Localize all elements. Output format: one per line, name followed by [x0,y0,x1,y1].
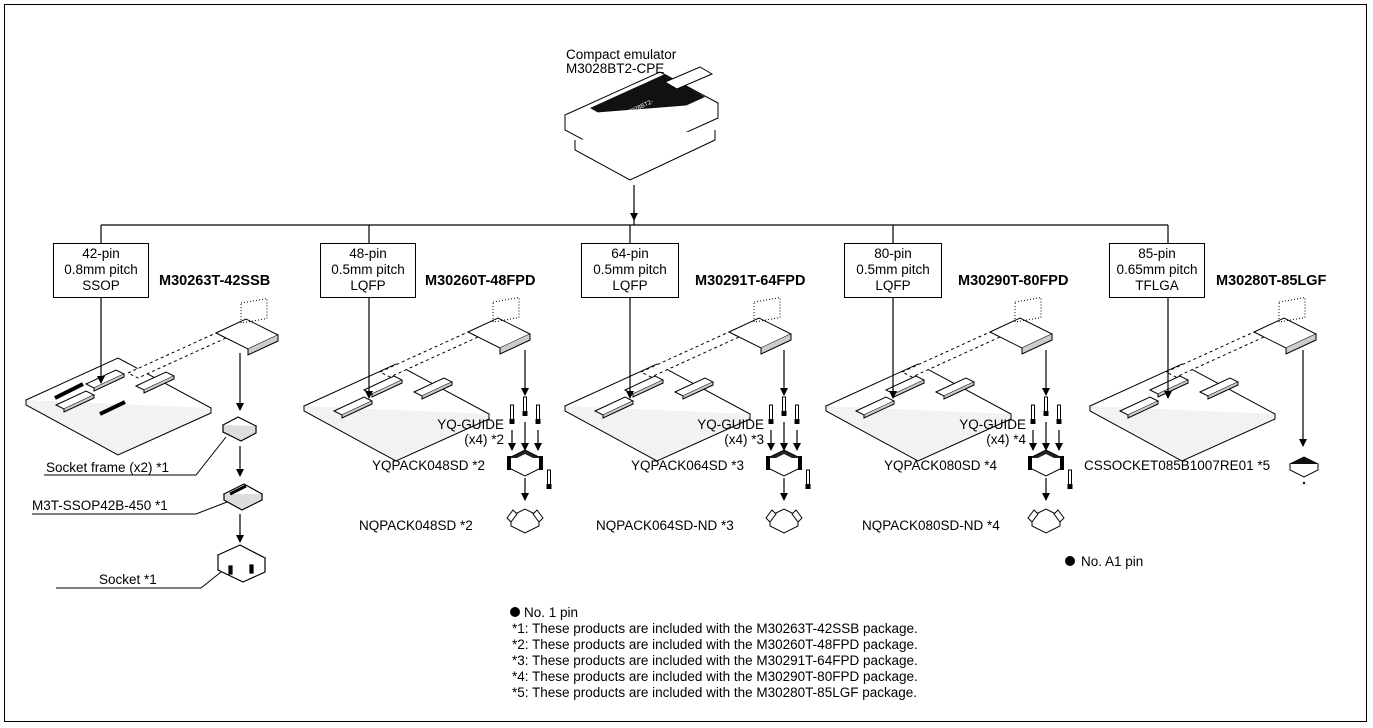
note-3: *3: These products are included with the… [512,653,918,668]
note-1: *1: These products are included with the… [512,621,918,636]
model-label-42: M30263T-42SSB [159,273,271,289]
emulator-label-line2: M3028BT2-CPE [566,61,665,76]
yq-guide-label-64: YQ-GUIDE [697,417,764,432]
note-5: *5: These products are included with the… [512,685,917,700]
model-label-80: M30290T-80FPD [958,273,1069,289]
nqpack-label-48: NQPACK048SD *2 [359,518,473,533]
ssop-board-markings [54,382,126,416]
ssop-flex-cable [127,297,279,379]
nqpack-label-64: NQPACK064SD-ND *3 [596,518,734,533]
ssop-leader-lines [32,436,228,589]
ssop-stack [216,353,267,583]
yqpack-label-48: YQPACK048SD *2 [372,458,486,473]
lqfp80-flex-cable [901,296,1053,378]
yq-guide-qty-80: (x4) *4 [986,432,1026,447]
a1-pin-dot [1065,556,1075,566]
yqpack-label-80: YQPACK080SD *4 [884,458,998,473]
tree-connectors [100,185,1169,243]
yq-guide-label-80: YQ-GUIDE [959,417,1026,432]
ssop-socket-frame-label: Socket frame (x2) *1 [46,460,170,475]
tflga-adapter-board [1089,363,1276,462]
yq-guide-qty-64: (x4) *3 [724,432,764,447]
board-pointers [97,298,1172,399]
model-label-85: M30280T-85LGF [1216,273,1327,289]
yq-guide-label-48: YQ-GUIDE [437,417,504,432]
a1-pin-label: No. A1 pin [1081,554,1144,569]
lqfp48-flex-cable [379,296,531,378]
ssop-adapter-label: M3T-SSOP42B-450 *1 [32,498,168,513]
tflga-stack [1288,350,1320,485]
pin1-dot [510,607,520,617]
tflga-flex-cable [1165,296,1317,378]
compact-emulator-illustration: M3028BT2- [563,66,720,181]
yq-guide-qty-48: (x4) *2 [464,432,504,447]
note-2: *2: These products are included with the… [512,637,918,652]
lqfp64-flex-cable [640,296,792,378]
model-label-64: M30291T-64FPD [695,273,806,289]
model-label-48: M30260T-48FPD [425,273,536,289]
ssop-socket-label: Socket *1 [99,572,157,587]
diagram-frame [4,4,1367,722]
lqfp-stacks [506,350,1073,534]
nqpack-label-80: NQPACK080SD-ND *4 [862,518,1000,533]
pin1-label: No. 1 pin [524,605,579,620]
emulator-label-line1: Compact emulator [566,47,677,62]
yqpack-label-64: YQPACK064SD *3 [631,458,745,473]
tflga-socket-label: CSSOCKET085B1007RE01 *5 [1084,458,1271,473]
note-4: *4: These products are included with the… [512,669,918,684]
